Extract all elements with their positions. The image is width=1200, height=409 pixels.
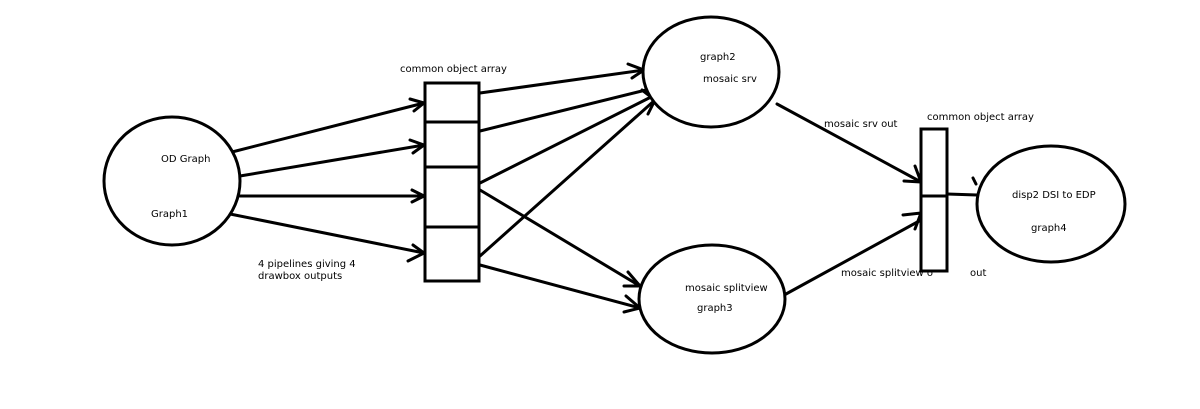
right-array-cell-1 bbox=[919, 127, 949, 198]
edge-graph1-to-array-cell1 bbox=[230, 101, 426, 154]
graph2-ellipse bbox=[641, 15, 781, 129]
edge-graph1-to-array-cell4 bbox=[228, 212, 426, 255]
left-array-cell-4 bbox=[423, 225, 481, 283]
graph3-node: mosaic splitview graph3 bbox=[637, 243, 787, 355]
edge-array-to-graph2-b bbox=[478, 87, 652, 133]
graph1-node: OD Graph Graph1 bbox=[102, 115, 242, 247]
graph1-title: OD Graph bbox=[161, 154, 210, 165]
graph4-title: disp2 DSI to EDP bbox=[1012, 190, 1096, 201]
graph4-name: graph4 bbox=[1031, 223, 1067, 234]
edge-array-to-graph3-a bbox=[478, 188, 642, 288]
edge-array-to-graph3-b bbox=[478, 263, 642, 310]
pipelines-note-line1: 4 pipelines giving 4 bbox=[258, 259, 356, 270]
left-array-cell-1 bbox=[423, 81, 481, 124]
edge-graph1-to-array-cell2 bbox=[238, 143, 426, 178]
graph1-name: Graph1 bbox=[151, 209, 188, 220]
graph1-ellipse bbox=[102, 115, 242, 247]
right-array-cell-2 bbox=[919, 194, 949, 273]
left-array-label: common object array bbox=[400, 64, 507, 75]
edge-array-to-graph2-d bbox=[478, 98, 657, 258]
edge-graph2-to-right-array bbox=[775, 102, 923, 184]
left-array-cell-2 bbox=[423, 120, 481, 169]
right-array-label: common object array bbox=[927, 112, 1034, 123]
graph2-title: graph2 bbox=[700, 52, 736, 63]
edge-right-array-to-graph4 bbox=[945, 192, 979, 197]
edges bbox=[228, 62, 979, 314]
edge-graph3-to-right-array bbox=[784, 218, 923, 296]
left-array-cell-3 bbox=[423, 165, 481, 229]
left-object-array: common object array bbox=[400, 64, 507, 283]
graph4-node: disp2 DSI to EDP graph4 bbox=[975, 144, 1127, 264]
edge-array-to-graph2-a bbox=[478, 68, 646, 95]
graph4-ellipse bbox=[975, 144, 1127, 264]
graph3-ellipse bbox=[637, 243, 787, 355]
pipelines-note-line2: drawbox outputs bbox=[258, 271, 342, 282]
graph3-title: mosaic splitview bbox=[685, 283, 768, 294]
graph2-node: graph2 mosaic srv bbox=[641, 15, 781, 129]
graph2-name: mosaic srv bbox=[703, 74, 757, 85]
annotations: 4 pipelines giving 4 drawbox outputs mos… bbox=[258, 119, 986, 282]
tick-mark bbox=[971, 176, 978, 186]
splitview-out-label: mosaic splitview o bbox=[841, 268, 933, 279]
arrowhead bbox=[406, 243, 426, 263]
right-object-array: common object array bbox=[919, 112, 1034, 273]
graph3-name: graph3 bbox=[697, 303, 733, 314]
splitview-out-tail: out bbox=[970, 268, 986, 279]
srv-out-label: mosaic srv out bbox=[824, 119, 898, 130]
edge-array-to-graph2-c bbox=[478, 95, 653, 185]
